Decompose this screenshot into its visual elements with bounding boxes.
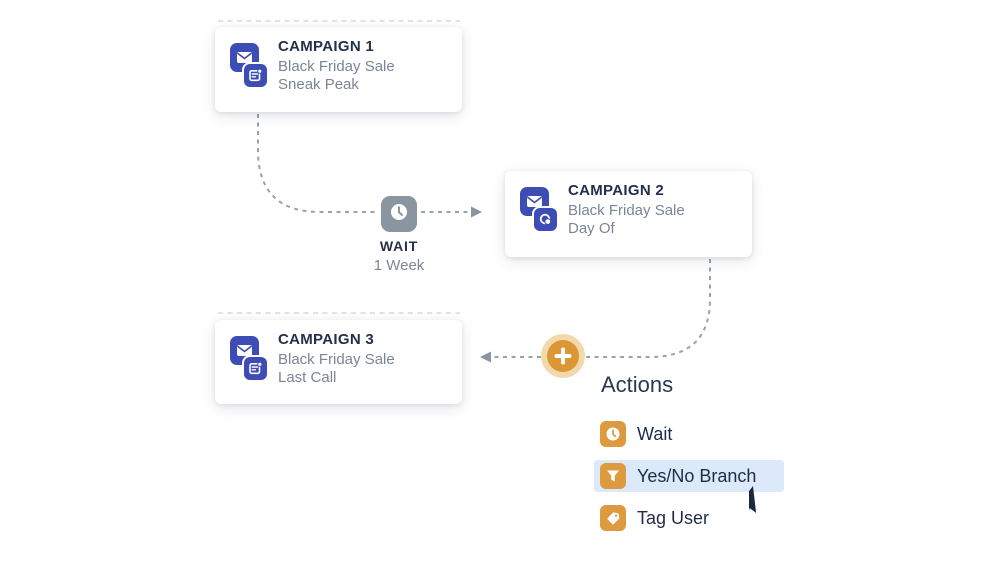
campaign-2-icons [519, 186, 571, 244]
menu-item-tag-user[interactable]: Tag User [594, 502, 784, 534]
campaign-3-card[interactable]: CAMPAIGN 3 Black Friday Sale Last Call [215, 320, 462, 404]
wait-node[interactable] [381, 196, 417, 232]
campaign-1-title: CAMPAIGN 1 [278, 38, 375, 55]
campaign-2-card[interactable]: CAMPAIGN 2 Black Friday Sale Day Of [505, 171, 752, 257]
wait-node-label: WAIT [379, 238, 419, 254]
campaign-1-icons [229, 42, 281, 100]
campaign-2-text: CAMPAIGN 2 Black Friday Sale Day Of [568, 182, 744, 238]
add-step-button[interactable] [541, 334, 585, 378]
menu-item-yes-no-branch-label: Yes/No Branch [637, 465, 757, 486]
plus-icon [547, 340, 579, 372]
tag-icon [600, 505, 626, 531]
wait-node-labels: WAIT 1 Week [339, 238, 459, 274]
pie-chart-icon [534, 208, 557, 231]
note-edit-icon [244, 64, 267, 87]
wait-node-duration: 1 Week [373, 257, 425, 274]
menu-item-wait-label: Wait [637, 423, 673, 444]
campaign-1-text: CAMPAIGN 1 Black Friday Sale Sneak Peak [278, 38, 454, 94]
campaign-3-subtitle-line2: Last Call [278, 369, 337, 386]
campaign-1-subtitle-line2: Sneak Peak [278, 76, 359, 93]
note-edit-icon [244, 357, 267, 380]
actions-menu: Wait Yes/No Branch Tag User [594, 418, 784, 544]
campaign-1-card[interactable]: CAMPAIGN 1 Black Friday Sale Sneak Peak [215, 27, 462, 112]
clock-icon [600, 421, 626, 447]
campaign-2-title: CAMPAIGN 2 [568, 182, 665, 199]
menu-item-yes-no-branch[interactable]: Yes/No Branch [594, 460, 784, 492]
menu-item-wait[interactable]: Wait [594, 418, 784, 450]
menu-item-tag-user-label: Tag User [637, 507, 710, 528]
campaign-3-title: CAMPAIGN 3 [278, 331, 375, 348]
actions-menu-title: Actions [601, 372, 674, 397]
clock-icon [388, 201, 410, 228]
campaign-1-subtitle-line1: Black Friday Sale [278, 58, 395, 75]
campaign-3-text: CAMPAIGN 3 Black Friday Sale Last Call [278, 331, 454, 387]
campaign-2-subtitle-line1: Black Friday Sale [568, 202, 685, 219]
campaign-3-icons [229, 335, 281, 393]
filter-icon [600, 463, 626, 489]
campaign-2-subtitle-line2: Day Of [568, 220, 615, 237]
campaign-3-subtitle-line1: Black Friday Sale [278, 351, 395, 368]
